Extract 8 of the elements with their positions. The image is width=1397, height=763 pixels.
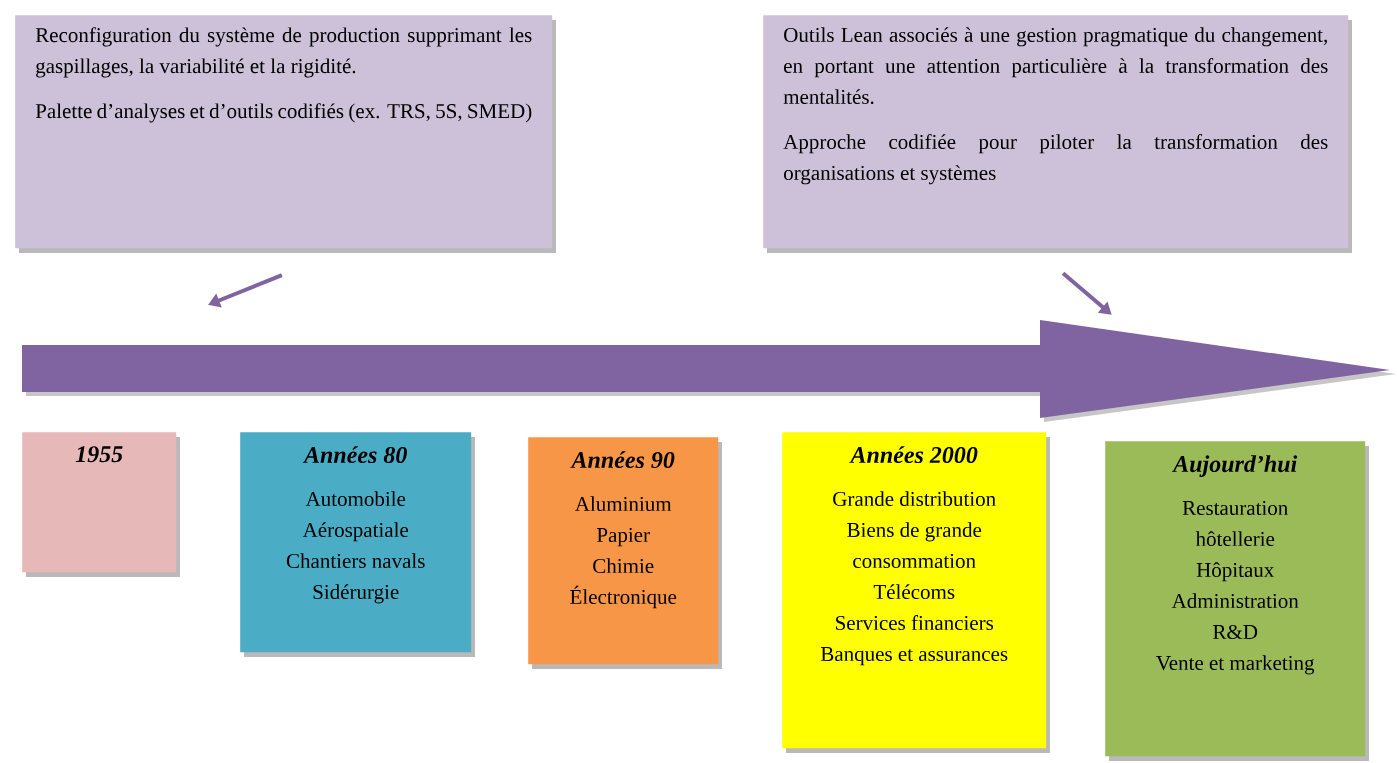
text-box: Outils Lean associés à une gestion pragmatique du changement, en portant une attention particulière à la transformation des mentalités. Approche codifiée pour piloter la transformation des organisations et systèmes (763, 15, 1352, 253)
period-box: 1955 (22, 432, 180, 577)
period-box: Années 90 Aluminium Papier Chimie Électronique (528, 437, 722, 669)
period-box: Aujourd’hui Restauration hôtellerie Hôpitaux Administration R&D Vente et marketing (1105, 441, 1369, 761)
text-box: Reconfiguration du système de production supprimant les gaspillages, la variabilité et la rigidité. Palette d’analyses et d’outils codifiés (ex. TRS, 5S, SMED) (15, 15, 556, 253)
period-box: Années 2000 Grande distribution Biens de grande consommation Télécoms Services financiers Banques et assurances (782, 432, 1050, 753)
timeline-arrow (22, 320, 1396, 422)
period-box: Années 80 Automobile Aérospatiale Chantiers navals Sidérurgie (240, 432, 475, 657)
